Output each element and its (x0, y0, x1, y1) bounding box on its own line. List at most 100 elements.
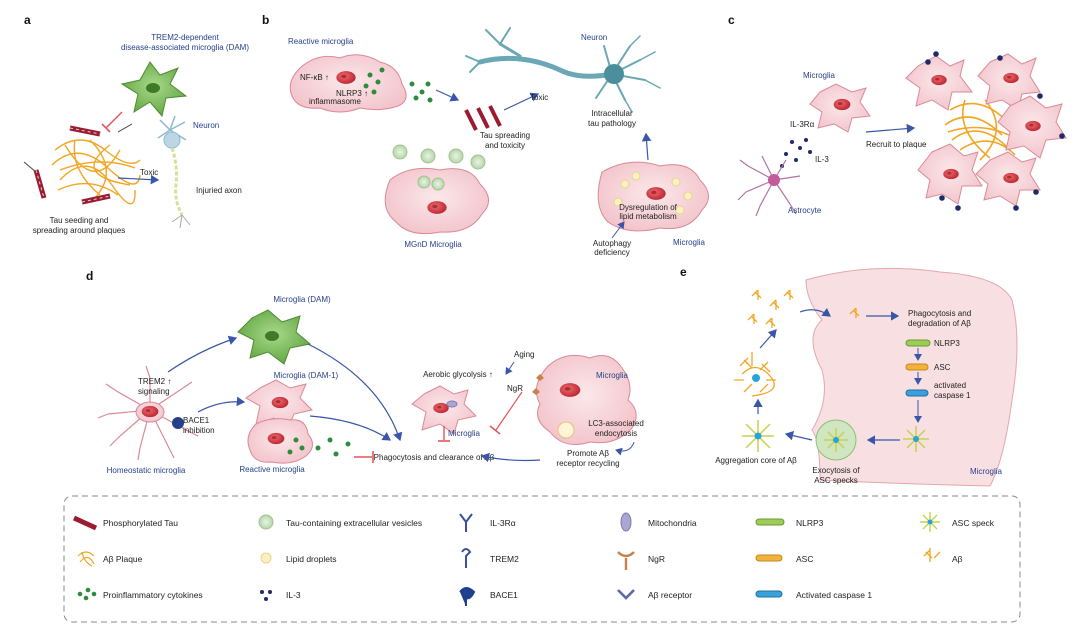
bace1-line1: BACE1 (183, 416, 210, 425)
aggregation-label: Aggregation core of Aβ (715, 456, 797, 465)
toxic-arrow-a (117, 174, 160, 185)
lipid-droplets-b (613, 171, 693, 215)
neuron-a (157, 115, 191, 229)
svg-text:TREM2: TREM2 (490, 554, 519, 564)
autophagy-line2: deficiency (594, 248, 630, 257)
exocytosis-line2: ASC specks (814, 476, 858, 485)
tau-spreading-line2: and toxicity (485, 141, 525, 150)
il3-dots (780, 138, 812, 168)
svg-text:Tau-containing extracellular v: Tau-containing extracellular vesicles (286, 518, 422, 528)
toxic-label-a: Toxic (140, 168, 158, 177)
nlrp3-label-e: NLRP3 (934, 339, 960, 348)
tau-fibrils-b (464, 105, 502, 131)
legend-item-il3ra: IL-3Rα (459, 513, 516, 532)
homeostatic-microglia (97, 365, 199, 461)
svg-text:Activated caspase 1: Activated caspase 1 (796, 590, 872, 600)
ngr-label: NgR (507, 384, 523, 393)
microglia-label-b: Microglia (673, 238, 706, 247)
panel-a-letter: a (24, 13, 31, 27)
microglia-cluster-c (905, 53, 1067, 207)
lc3-line2: endocytosis (595, 429, 637, 438)
lipid-to-neuron-arrow (641, 132, 652, 161)
abeta-receptor-icon (617, 589, 635, 600)
lc3-line1: LC3-associated (588, 419, 644, 428)
il3ra-receptors-c (925, 51, 1065, 211)
mitochondria-icon (620, 512, 632, 532)
abeta-icon (923, 548, 941, 562)
svg-text:ASC: ASC (796, 554, 813, 564)
legend-item-mitochondria: Mitochondria (620, 512, 697, 532)
nfkb-label: NF-κB ↑ (300, 73, 329, 82)
astrocyte-soma (768, 174, 780, 186)
cytokines-d (287, 437, 351, 457)
toxic-label-b: Toxic (530, 93, 548, 102)
dam-nucleus (146, 83, 160, 93)
ngr-icon (617, 551, 635, 570)
trem2-arrow (167, 335, 238, 373)
cytokines-icon (77, 587, 97, 601)
mgnd-microglia-cell (384, 167, 489, 235)
toxic-arrow-b (503, 92, 540, 111)
aerobic-glycolysis-label: Aerobic glycolysis ↑ (423, 370, 493, 379)
microglia-dam1-label: Microglia (DAM-1) (274, 371, 339, 380)
microglia-label-c: Microglia (803, 71, 836, 80)
cytokines-b (363, 67, 433, 103)
legend-item-vesicle: Tau-containing extracellular vesicles (258, 514, 422, 530)
bace1-arrow (197, 396, 246, 413)
reactive-label-d: Reactive microglia (239, 465, 305, 474)
neuron-b-soma (604, 64, 624, 84)
svg-text:Proinflammatory cytokines: Proinflammatory cytokines (103, 590, 203, 600)
microglia-big-label: Microglia (596, 371, 629, 380)
panel-c-letter: c (728, 13, 735, 27)
svg-text:Aβ receptor: Aβ receptor (648, 590, 692, 600)
legend-item-lipid-droplet: Lipid droplets (260, 552, 337, 564)
legend-item-bace1: BACE1 (459, 587, 518, 606)
panel-e-letter: e (680, 265, 687, 279)
tau-seeding-line1: Tau seeding and (50, 216, 109, 225)
neuron-label-a: Neuron (193, 121, 219, 130)
legend-item-caspase: Activated caspase 1 (755, 590, 872, 600)
caspase-icon (905, 389, 929, 397)
dam-label-line1: TREM2-dependent (151, 33, 219, 42)
bace1-line2: inhibition (183, 426, 215, 435)
asc-label-e: ASC (934, 363, 951, 372)
phosphorylated-tau-icon (72, 515, 98, 531)
nlrp3-legend-icon (755, 518, 785, 526)
neuron-label-b: Neuron (581, 33, 607, 42)
ngr-receptors-d (532, 374, 544, 395)
autophagy-line1: Autophagy (593, 239, 631, 248)
mitochondria-d (446, 400, 458, 408)
lipid-droplet-icon (260, 552, 272, 564)
vesicles-b (392, 144, 486, 170)
svg-text:Mitochondria: Mitochondria (648, 518, 697, 528)
neuron-b (465, 27, 661, 113)
legend-item-phosphorylated-tau: Phosphorylated Tau (72, 515, 178, 531)
legend-item-abeta: Aβ (923, 548, 963, 564)
svg-text:Aβ Plaque: Aβ Plaque (103, 554, 143, 564)
svg-text:Phosphorylated Tau: Phosphorylated Tau (103, 518, 178, 528)
promote-arrow (480, 452, 541, 463)
il3-label: IL-3 (815, 155, 829, 164)
homeostatic-label: Homeostatic microglia (107, 466, 186, 475)
recruit-arrow (865, 123, 916, 134)
panel-d: d Microglia (DAM) Microglia (DAM-1) Home… (86, 269, 644, 475)
asc-legend-icon (755, 554, 783, 562)
microglia-small-label: Microglia (448, 429, 481, 438)
dam-inhibit-line (105, 111, 123, 129)
nlrp3-label-line1: NLRP3 ↑ (336, 89, 368, 98)
trem2-line1: TREM2 ↑ (138, 377, 171, 386)
legend-item-asc: ASC (755, 554, 813, 564)
vesicle-icon (258, 514, 274, 530)
trem2-icon (461, 548, 472, 568)
ngr-inhibit-line (495, 391, 523, 431)
dam1-to-phago-arrow (309, 415, 391, 441)
il3ra-icon (459, 513, 473, 532)
trem2-line2: signaling (138, 387, 170, 396)
panel-c: c Microglia IL-3Rα IL-3 Astrocyte Recrui… (728, 13, 1067, 217)
lipid-dysreg-line1: Dysregulation of (619, 203, 678, 212)
intracellular-line2: tau pathology (588, 119, 636, 128)
svg-text:NgR: NgR (648, 554, 665, 564)
caspase-legend-icon (755, 590, 783, 598)
asc-icon (905, 363, 929, 371)
tau-fibrils-a (23, 123, 133, 205)
